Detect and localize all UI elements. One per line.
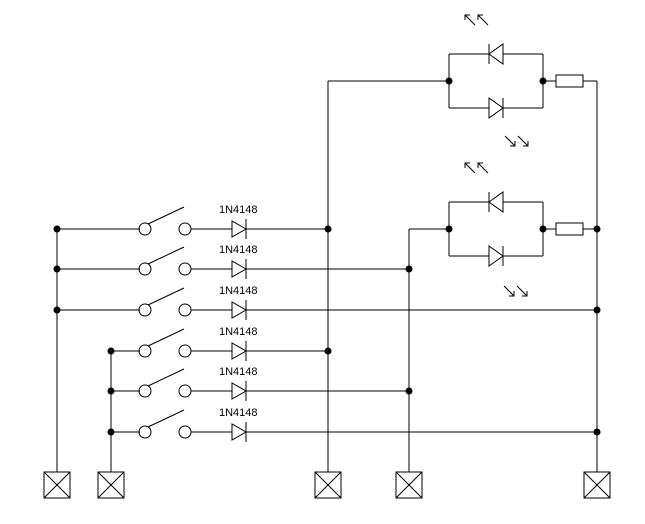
- diode-row-2: 1N4148: [219, 244, 258, 279]
- light-emission-arrows: [504, 135, 529, 147]
- terminal-1: [43, 471, 71, 499]
- diode-row-1: 1N4148: [219, 204, 258, 239]
- junction-dots: [53, 77, 601, 436]
- switch-row-4: [138, 328, 192, 358]
- left-common-bus: [56, 228, 140, 472]
- diode-row-4: 1N4148: [219, 326, 258, 361]
- switch-row-5: [138, 368, 192, 398]
- switch-row-1: [138, 206, 192, 236]
- diode-label: 1N4148: [219, 204, 258, 216]
- diode-row-3: 1N4148: [219, 285, 258, 320]
- terminal-4: [395, 471, 423, 499]
- diode-label: 1N4148: [219, 407, 258, 419]
- led-pair-middle: [448, 162, 597, 297]
- switch-row-2: [138, 246, 192, 276]
- vertical-buses: [327, 80, 598, 472]
- terminal-2: [97, 471, 125, 499]
- diode-label: 1N4148: [219, 326, 258, 338]
- diode-label: 1N4148: [219, 285, 258, 297]
- light-emission-arrows: [464, 162, 489, 174]
- led-pair-top: [448, 14, 597, 147]
- switch-row-6: [138, 409, 192, 439]
- terminal-5: [583, 471, 611, 499]
- diode-row-6: 1N4148: [219, 407, 258, 442]
- switch-row-3: [138, 287, 192, 317]
- diode-label: 1N4148: [219, 366, 258, 378]
- diode-row-5: 1N4148: [219, 366, 258, 401]
- switch-to-diode-wires: [191, 228, 232, 433]
- terminal-3: [314, 471, 342, 499]
- light-emission-arrows: [503, 285, 528, 297]
- diode-output-wires: [246, 228, 597, 433]
- light-emission-arrows: [464, 14, 489, 26]
- diode-label: 1N4148: [219, 244, 258, 256]
